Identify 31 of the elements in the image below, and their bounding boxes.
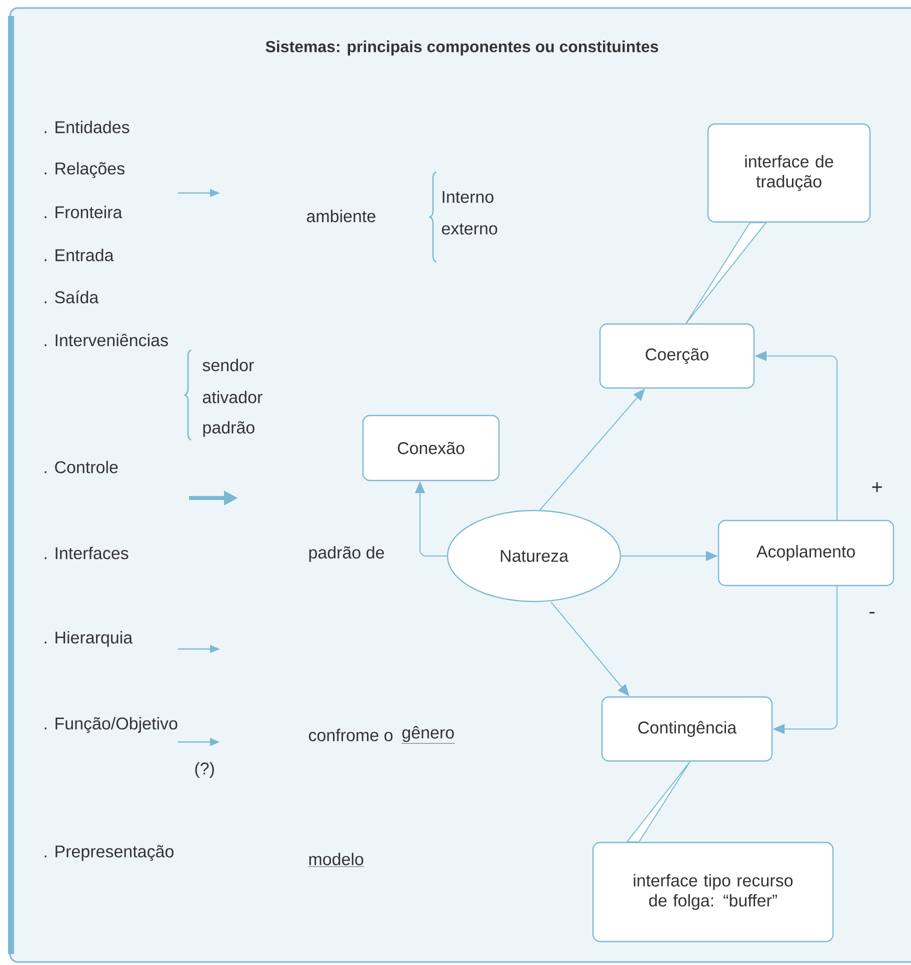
text-label: confrome o [308,728,392,742]
text-label: . Fronteira [44,206,122,218]
text-label: . Hierarquia [44,631,133,647]
text-label: sendor [202,358,254,372]
title: Sistemas: principais componentes ou constituintes [266,40,658,56]
text-label: . Saída [44,290,99,304]
text-label: . Função/Objetivo [44,717,178,733]
text-label: (?) [195,762,214,778]
text-label: ambiente [306,210,376,222]
text-label: . Prepresentação [44,845,174,861]
text-label: padrão de [309,546,384,562]
text-label: . Interveniências [44,334,168,346]
text-label: gênero [401,726,455,744]
text-label: . Interfaces [44,546,128,560]
text-label: . Entrada [44,248,114,262]
concept-box: Conexão [362,414,500,482]
concept-box: Coerção [599,323,755,389]
edge-label: - [870,612,874,614]
text-label: . Relações [44,162,124,178]
connector-wedge [626,761,690,842]
text-label: . Entidades [44,120,130,134]
concept-box: Acoplamento [718,520,894,586]
text-label: . Controle [44,460,118,474]
ellipse-node: Natureza [446,510,622,602]
text-label: ativador [202,390,262,404]
text-label: padrão [203,421,254,437]
text-label: externo [442,223,498,235]
concept-box: interface de tradução [707,123,871,223]
text-label: Interno [442,191,494,203]
edge-label: + [872,482,882,492]
text-label: modelo [308,852,364,867]
